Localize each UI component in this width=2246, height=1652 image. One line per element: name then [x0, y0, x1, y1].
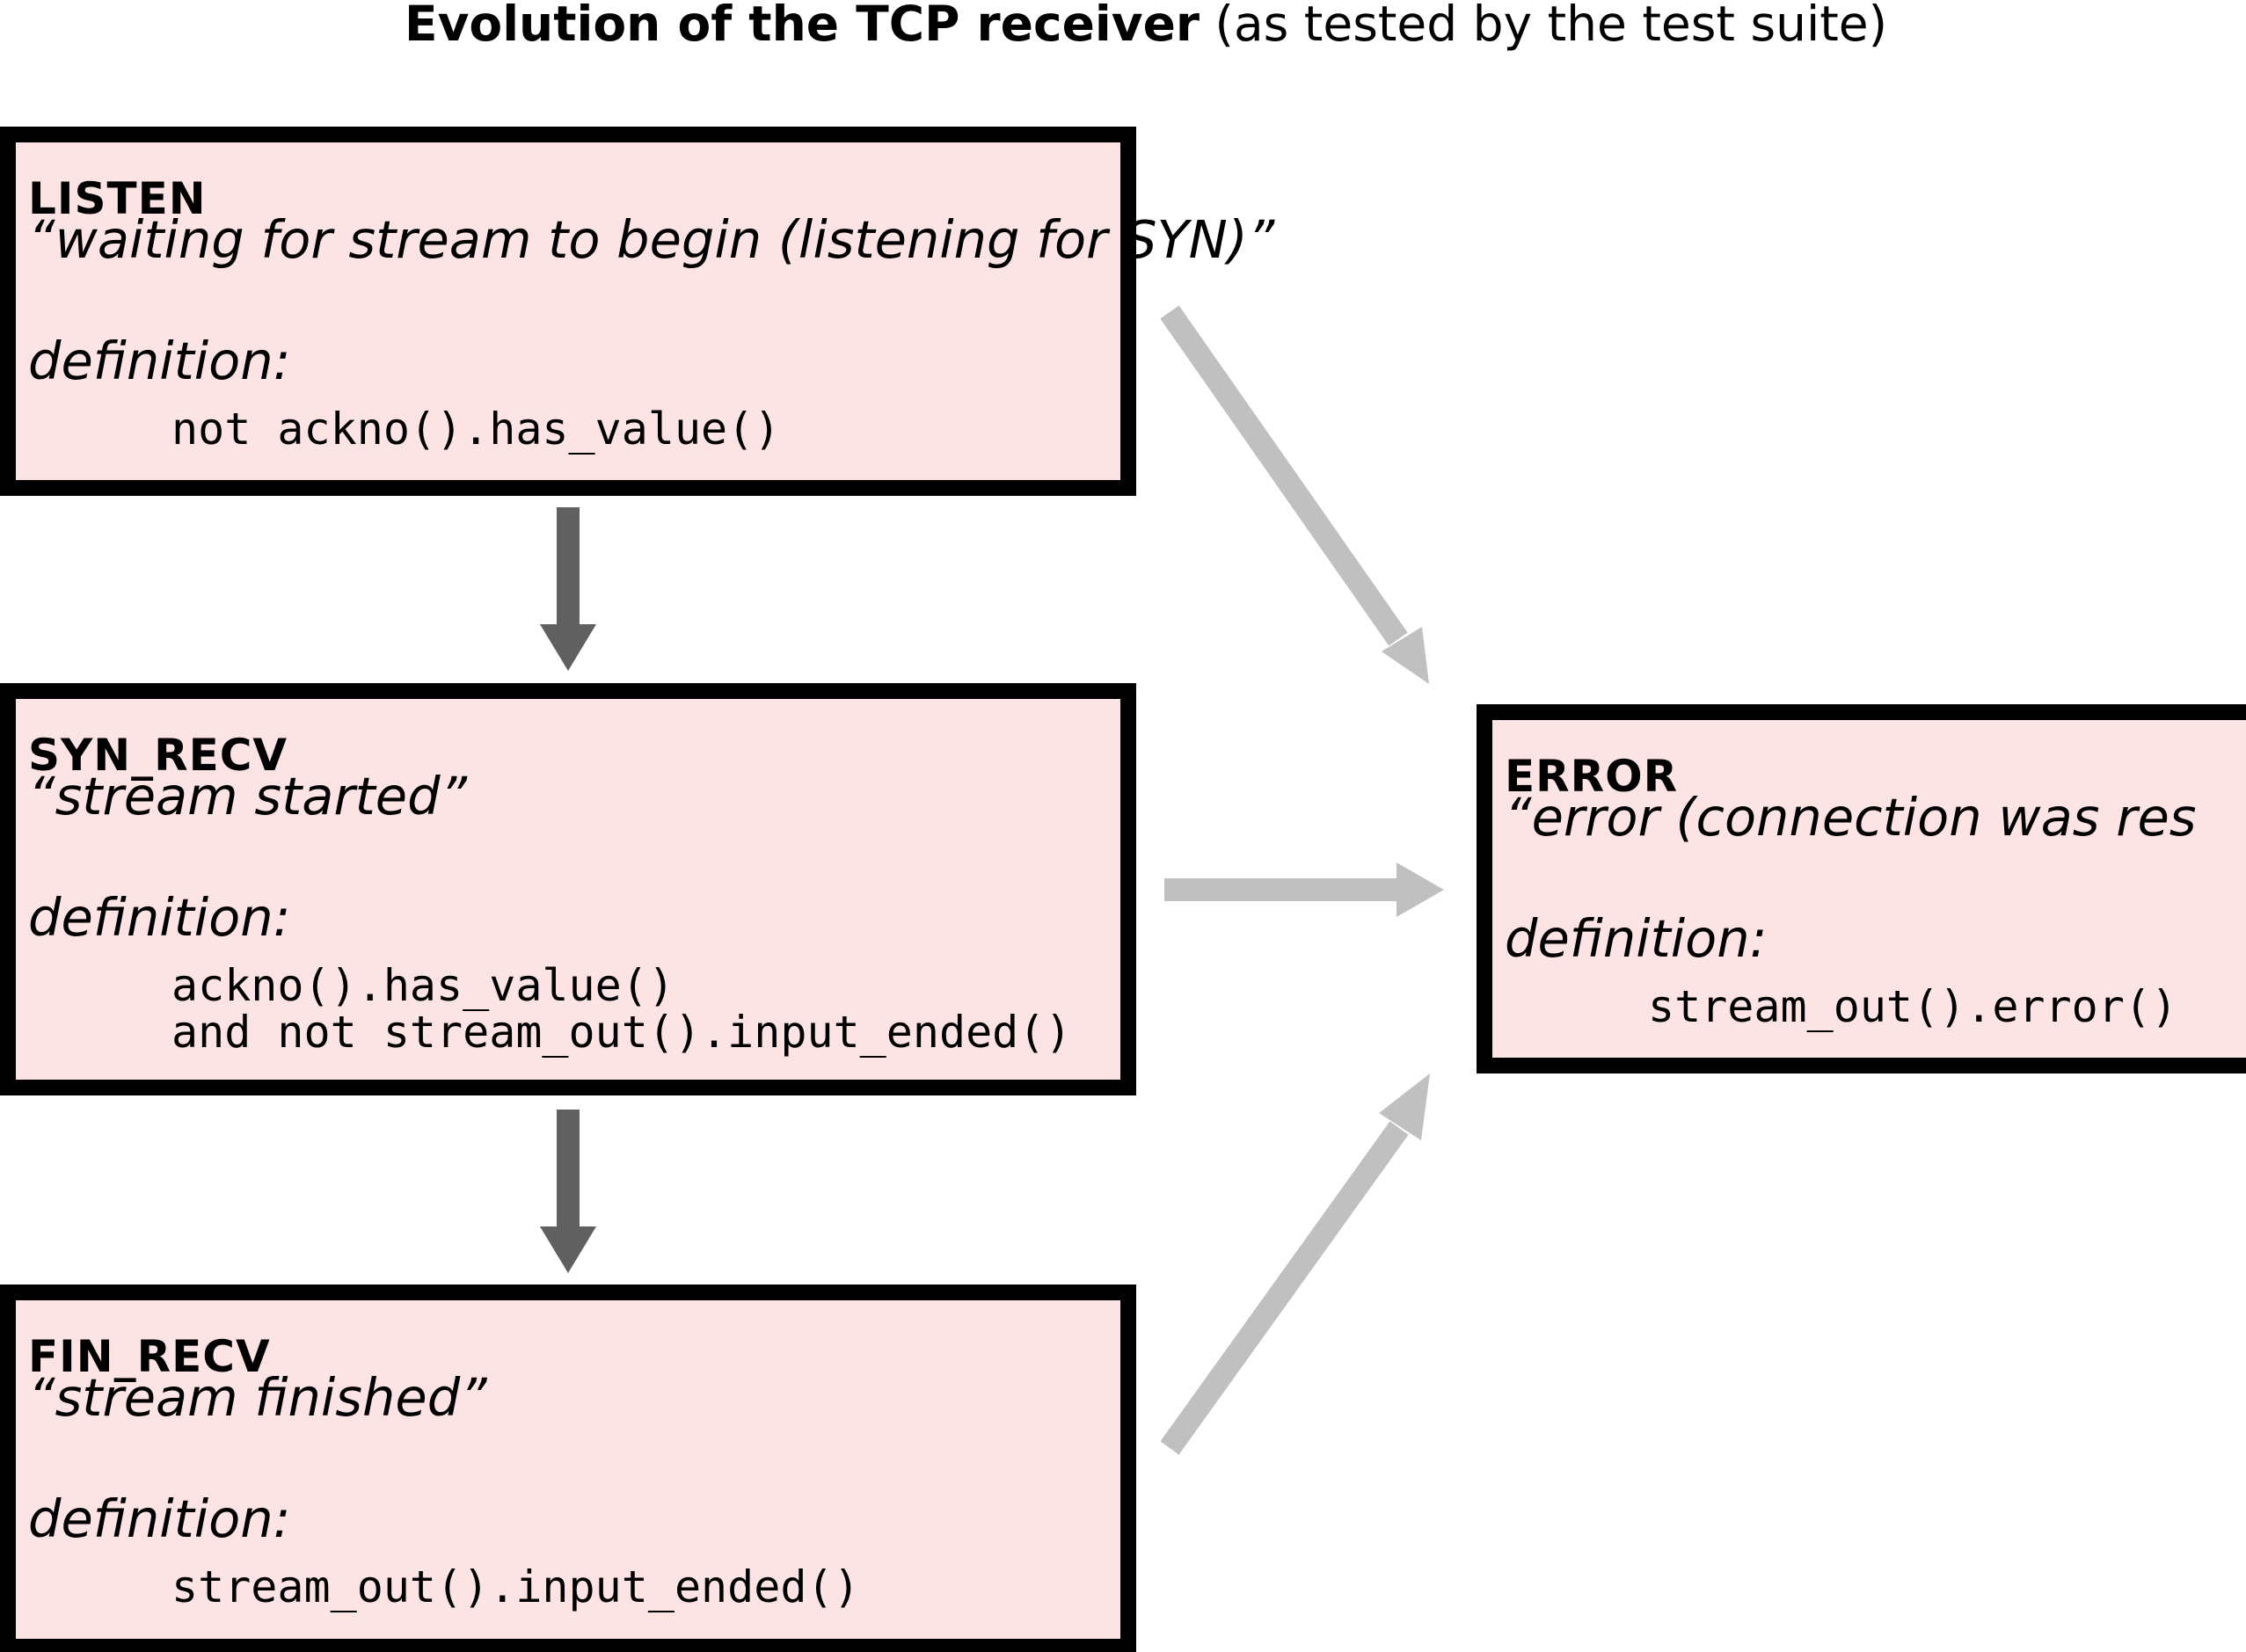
diagram-title-bold: Evolution of the TCP receiver — [405, 0, 1200, 52]
state-error: ERROR “error (connection was res definit… — [1477, 704, 2246, 1073]
state-fin-recv-name: FIN_RECV — [28, 1331, 271, 1382]
state-syn-recv-description: “stream started” — [28, 766, 468, 826]
state-syn-recv: SYN_RECV “stream started” definition: ac… — [0, 683, 1136, 1095]
state-fin-recv-description: “stream finished” — [28, 1367, 487, 1428]
arrow-fin-recv-to-error — [1160, 1073, 1430, 1455]
state-listen-definition-label: definition: — [28, 331, 291, 391]
state-error-name: ERROR — [1505, 751, 1679, 802]
state-listen-description: “waiting for stream to begin (listening … — [28, 209, 1275, 270]
state-error-description: “error (connection was res — [1505, 787, 2197, 848]
state-error-definition-label: definition: — [1505, 908, 1768, 969]
arrow-syn-recv-to-error — [1164, 862, 1444, 917]
diagram-title: Evolution of the TCP receiver (as tested… — [405, 0, 1887, 53]
state-syn-recv-definition-code: ackno().has_value() and not stream_out()… — [171, 960, 1072, 1058]
diagram-title-subtitle: (as tested by the test suite) — [1200, 0, 1888, 52]
state-fin-recv: FIN_RECV “stream finished” definition: s… — [0, 1284, 1136, 1652]
state-fin-recv-definition-code: stream_out().input_ended() — [171, 1561, 860, 1612]
arrow-listen-to-error — [1160, 305, 1429, 684]
state-fin-recv-definition-label: definition: — [28, 1488, 291, 1549]
state-error-content: ERROR “error (connection was res definit… — [1492, 720, 2246, 1058]
state-listen: LISTEN “waiting for stream to begin (lis… — [0, 127, 1274, 496]
arrow-syn-recv-to-fin-recv — [540, 1110, 596, 1273]
state-listen-name: LISTEN — [28, 173, 207, 224]
state-syn-recv-definition-label: definition: — [28, 887, 291, 948]
arrow-listen-to-syn-recv — [540, 507, 596, 671]
state-error-definition-code: stream_out().error() — [1648, 981, 2178, 1032]
state-listen-definition-code: not ackno().has_value() — [171, 404, 781, 455]
state-syn-recv-name: SYN_RECV — [28, 730, 288, 781]
